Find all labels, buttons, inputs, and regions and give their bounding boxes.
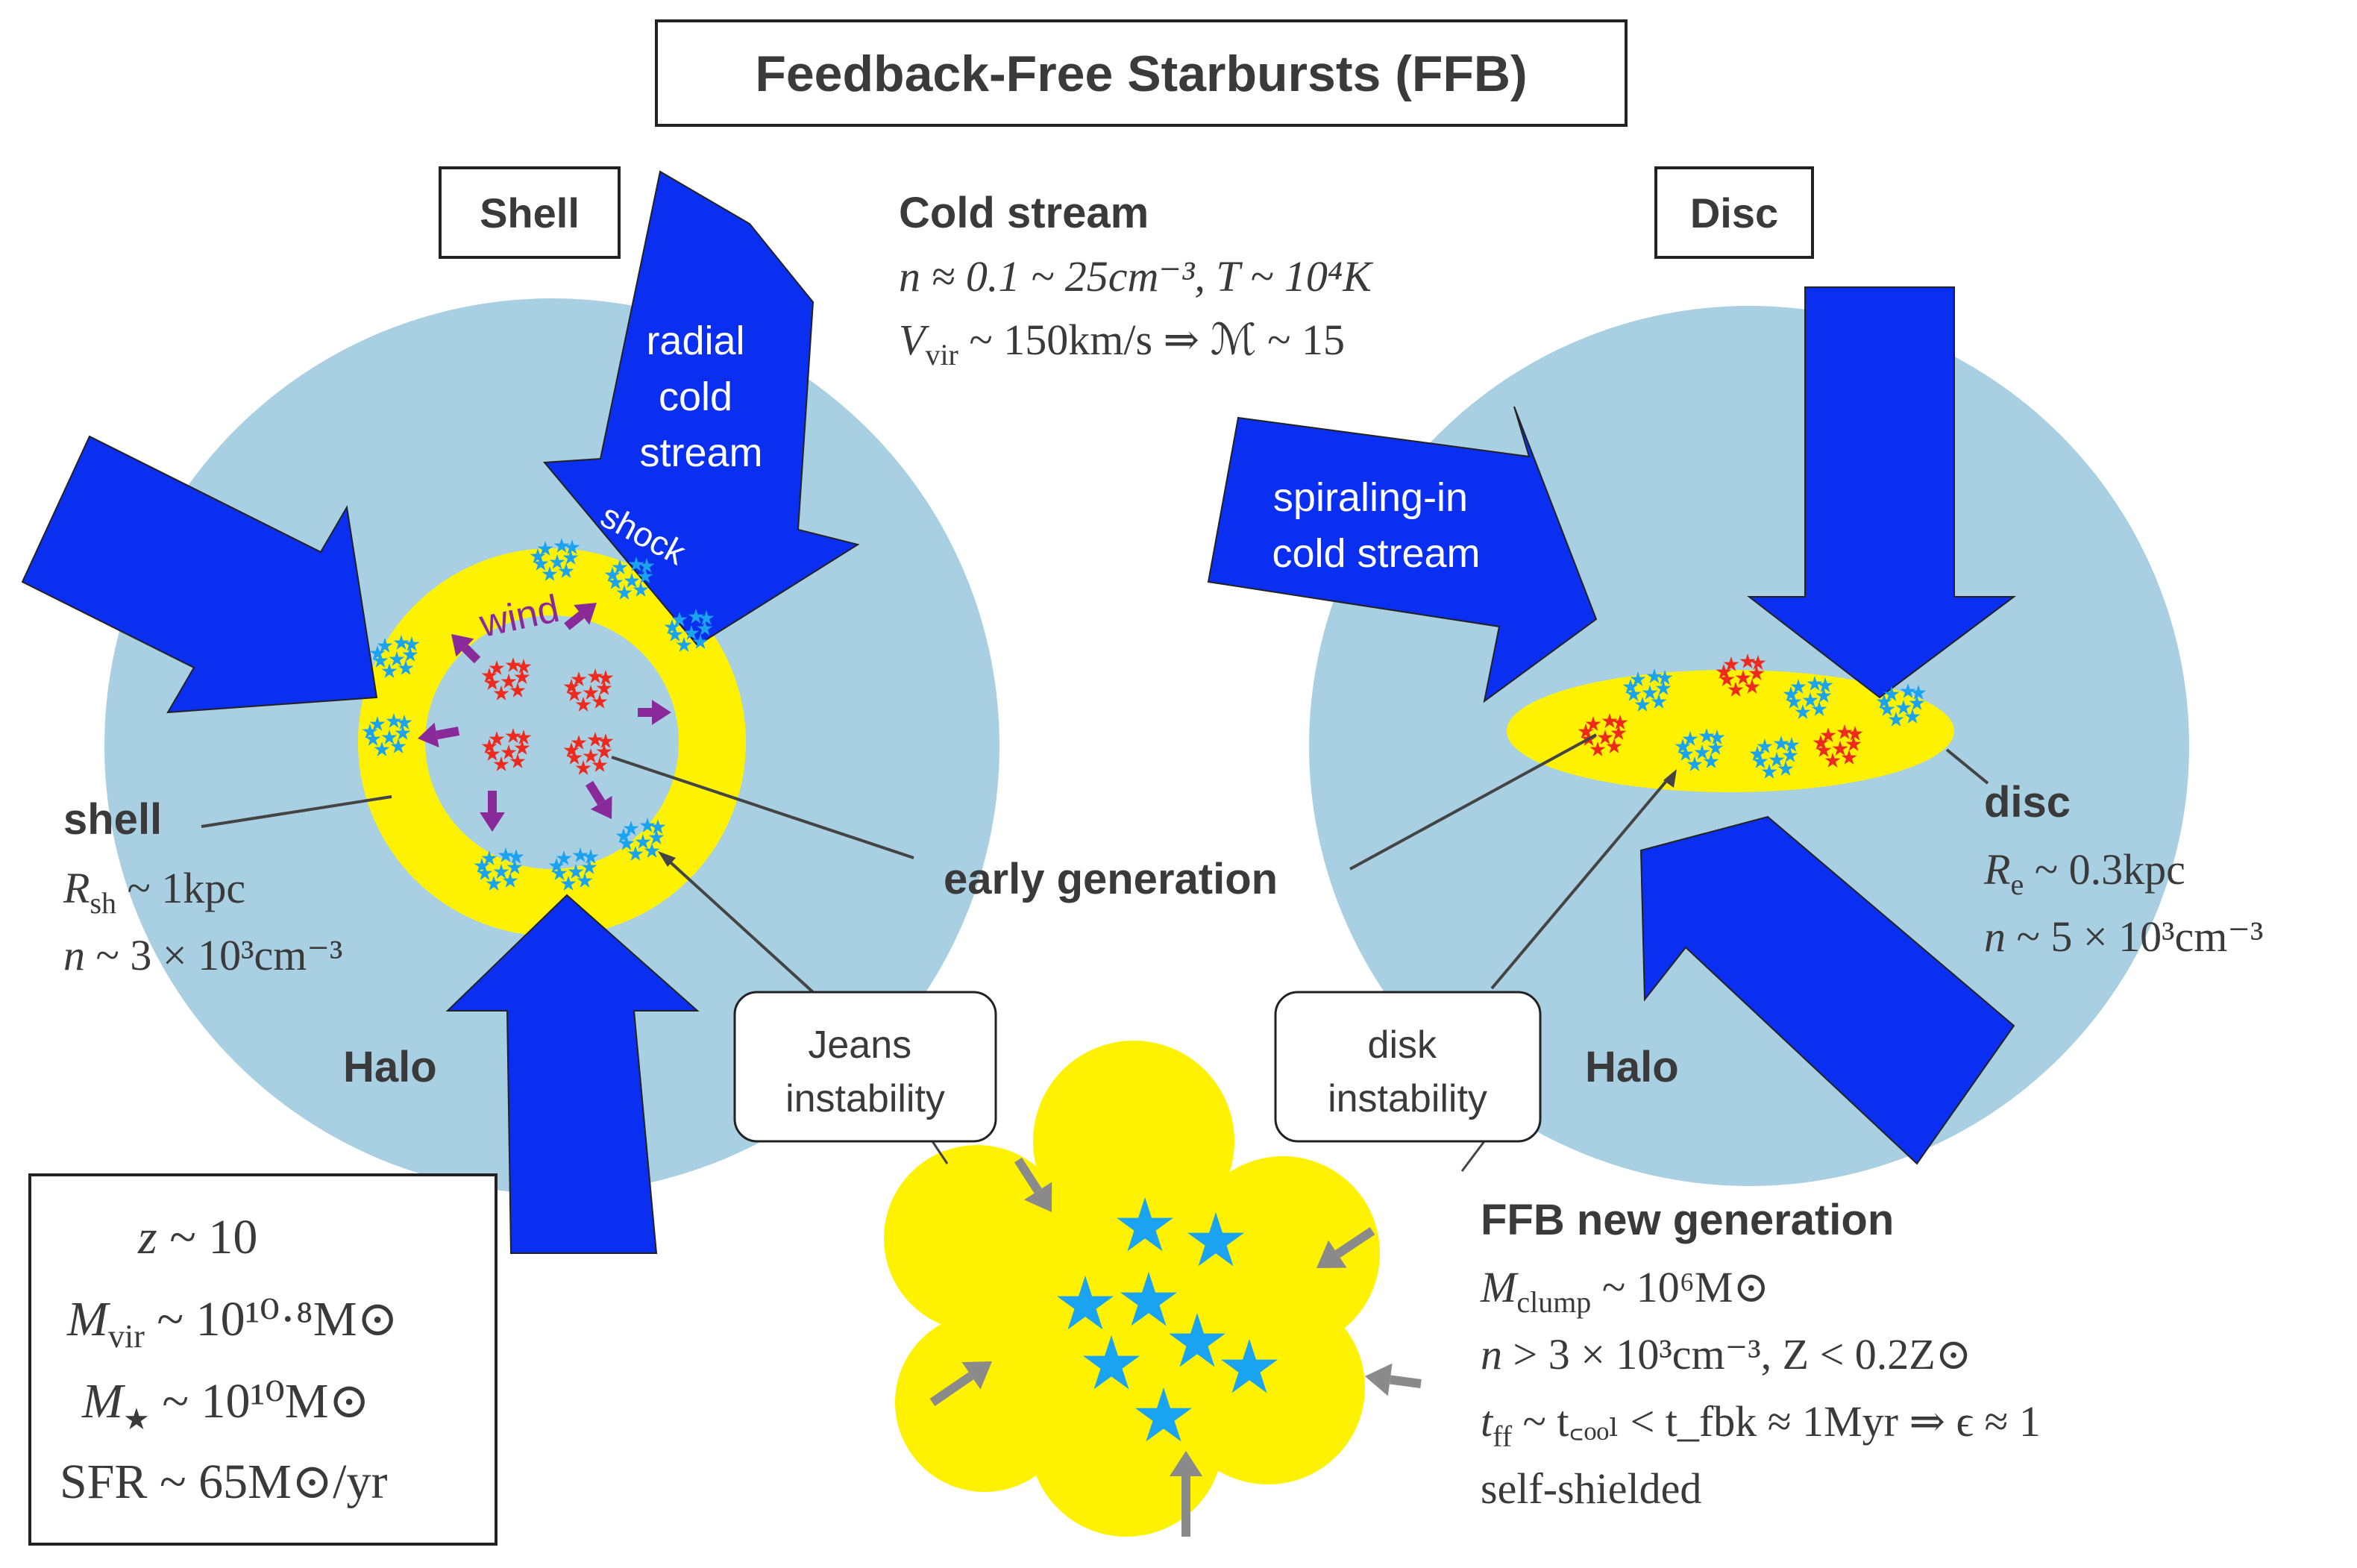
param-redshift: z ~ 10 — [137, 1210, 257, 1264]
wind-arrow-icon — [418, 722, 460, 747]
spiraling-label-1: spiraling-in — [1273, 475, 1468, 520]
ffb-line-self-shielded: self-shielded — [1481, 1464, 1701, 1513]
shell-label: shell — [63, 795, 162, 844]
stream-arrow-left — [21, 435, 378, 714]
disk-label-1: disk — [1368, 1023, 1437, 1067]
inflow-arrow-icon — [1316, 1227, 1375, 1268]
svg-text:spiraling-in cold stream: spiraling-in cold stream — [1272, 475, 1480, 576]
shell-box-label: Shell — [480, 189, 580, 236]
wind-arrow-icon — [585, 780, 612, 819]
radial-stream-label-3: stream — [639, 430, 762, 475]
inflow-arrow-icon — [1014, 1157, 1052, 1212]
stream-arrow-disc-top — [1747, 286, 2016, 699]
wind-arrow-icon — [564, 603, 597, 630]
jeans-label-1: Jeans — [808, 1023, 911, 1067]
svg-text:Jeans instability: Jeans instability — [785, 1023, 945, 1120]
wind-arrow-icon — [451, 634, 481, 664]
early-gen-leader-left — [611, 756, 914, 859]
svg-text:radial cold stream: radial cold stream — [639, 319, 762, 475]
gray-inflow-arrows — [929, 1157, 1422, 1537]
jeans-leader-line — [662, 855, 815, 994]
disk-instability-callout: disk instability — [1274, 991, 1542, 1143]
ffb-line-density: n > 3 × 10³cm⁻³, Z < 0.2Z⊙ — [1481, 1330, 1971, 1379]
disc-radius: Re ~ 0.3kpc — [1983, 845, 2185, 901]
cold-stream-heading: Cold stream — [899, 189, 1149, 237]
halo-label-shell: Halo — [343, 1043, 437, 1091]
wind-arrow-icon — [638, 700, 671, 725]
param-sfr: SFR ~ 65M⊙/yr — [60, 1455, 387, 1509]
disc-ellipse — [1507, 670, 1954, 792]
ffb-line-timescales: tff ~ t꜀ₒₒₗ < t_fbk ≈ 1Myr ⇒ ϵ ≈ 1 — [1481, 1397, 2041, 1453]
disk-label-2: instability — [1328, 1077, 1487, 1120]
early-generation-label: early generation — [944, 855, 1278, 903]
shell-radius: Rsh ~ 1kpc — [63, 864, 245, 920]
inflow-arrow-icon — [929, 1361, 992, 1406]
disc-box-label: Disc — [1690, 189, 1778, 236]
spiraling-label-2: cold stream — [1272, 531, 1480, 576]
shell-box: Shell — [439, 166, 621, 259]
param-mstar: M★ ~ 10¹⁰M⊙ — [81, 1374, 370, 1436]
wind-arrow-icon — [480, 791, 505, 832]
stream-arrow-disc-bottom — [1639, 815, 2015, 1165]
title-box: Feedback-Free Starbursts (FFB) — [655, 19, 1628, 127]
radial-stream-label-1: radial — [646, 319, 744, 363]
jeans-callout-tail — [931, 1141, 949, 1164]
cold-stream-line1: n ≈ 0.1 ~ 25cm⁻³, T ~ 10⁴K — [899, 252, 1374, 301]
stream-arrow-bottom — [445, 894, 700, 1254]
ffb-new-gen-heading: FFB new generation — [1481, 1196, 1894, 1244]
shell-leader-line — [201, 795, 392, 828]
disc-box: Disc — [1654, 166, 1814, 259]
disk-leader-head — [1663, 769, 1677, 788]
svg-text:disk instability: disk instability — [1328, 1023, 1487, 1120]
ffb-line-mclump: Mclump ~ 10⁶M⊙ — [1480, 1263, 1769, 1319]
radial-stream-label-2: cold — [659, 374, 732, 419]
disk-callout-tail — [1460, 1141, 1486, 1172]
shell-density: n ~ 3 × 10³cm⁻³ — [63, 931, 342, 979]
diagram-title: Feedback-Free Starbursts (FFB) — [755, 46, 1527, 102]
disc-leader-line — [1945, 748, 1989, 785]
stream-arrow-spiraling — [1207, 406, 1598, 703]
disc-density: n ~ 5 × 10³cm⁻³ — [1984, 912, 2263, 961]
wind-arrows — [418, 603, 671, 832]
halo-label-disc: Halo — [1585, 1043, 1679, 1091]
jeans-leader-head — [658, 851, 676, 867]
jeans-label-2: instability — [785, 1077, 945, 1120]
param-mvir: Mvir ~ 10¹⁰·⁸M⊙ — [66, 1292, 398, 1355]
inflow-arrow-icon — [1169, 1451, 1203, 1537]
cold-stream-line2: Vvir ~ 150km/s ⇒ ℳ ~ 15 — [899, 316, 1345, 371]
inflow-arrow-icon — [1365, 1363, 1422, 1396]
early-gen-leader-right — [1349, 733, 1597, 871]
params-box: z ~ 10 Mvir ~ 10¹⁰·⁸M⊙ M★ ~ 10¹⁰M⊙ SFR ~… — [28, 1173, 498, 1546]
disk-leader-line — [1490, 774, 1672, 990]
disc-label: disc — [1984, 778, 2071, 827]
ffb-clump-cloud — [884, 1041, 1380, 1537]
jeans-instability-callout: Jeans instability — [733, 991, 997, 1143]
